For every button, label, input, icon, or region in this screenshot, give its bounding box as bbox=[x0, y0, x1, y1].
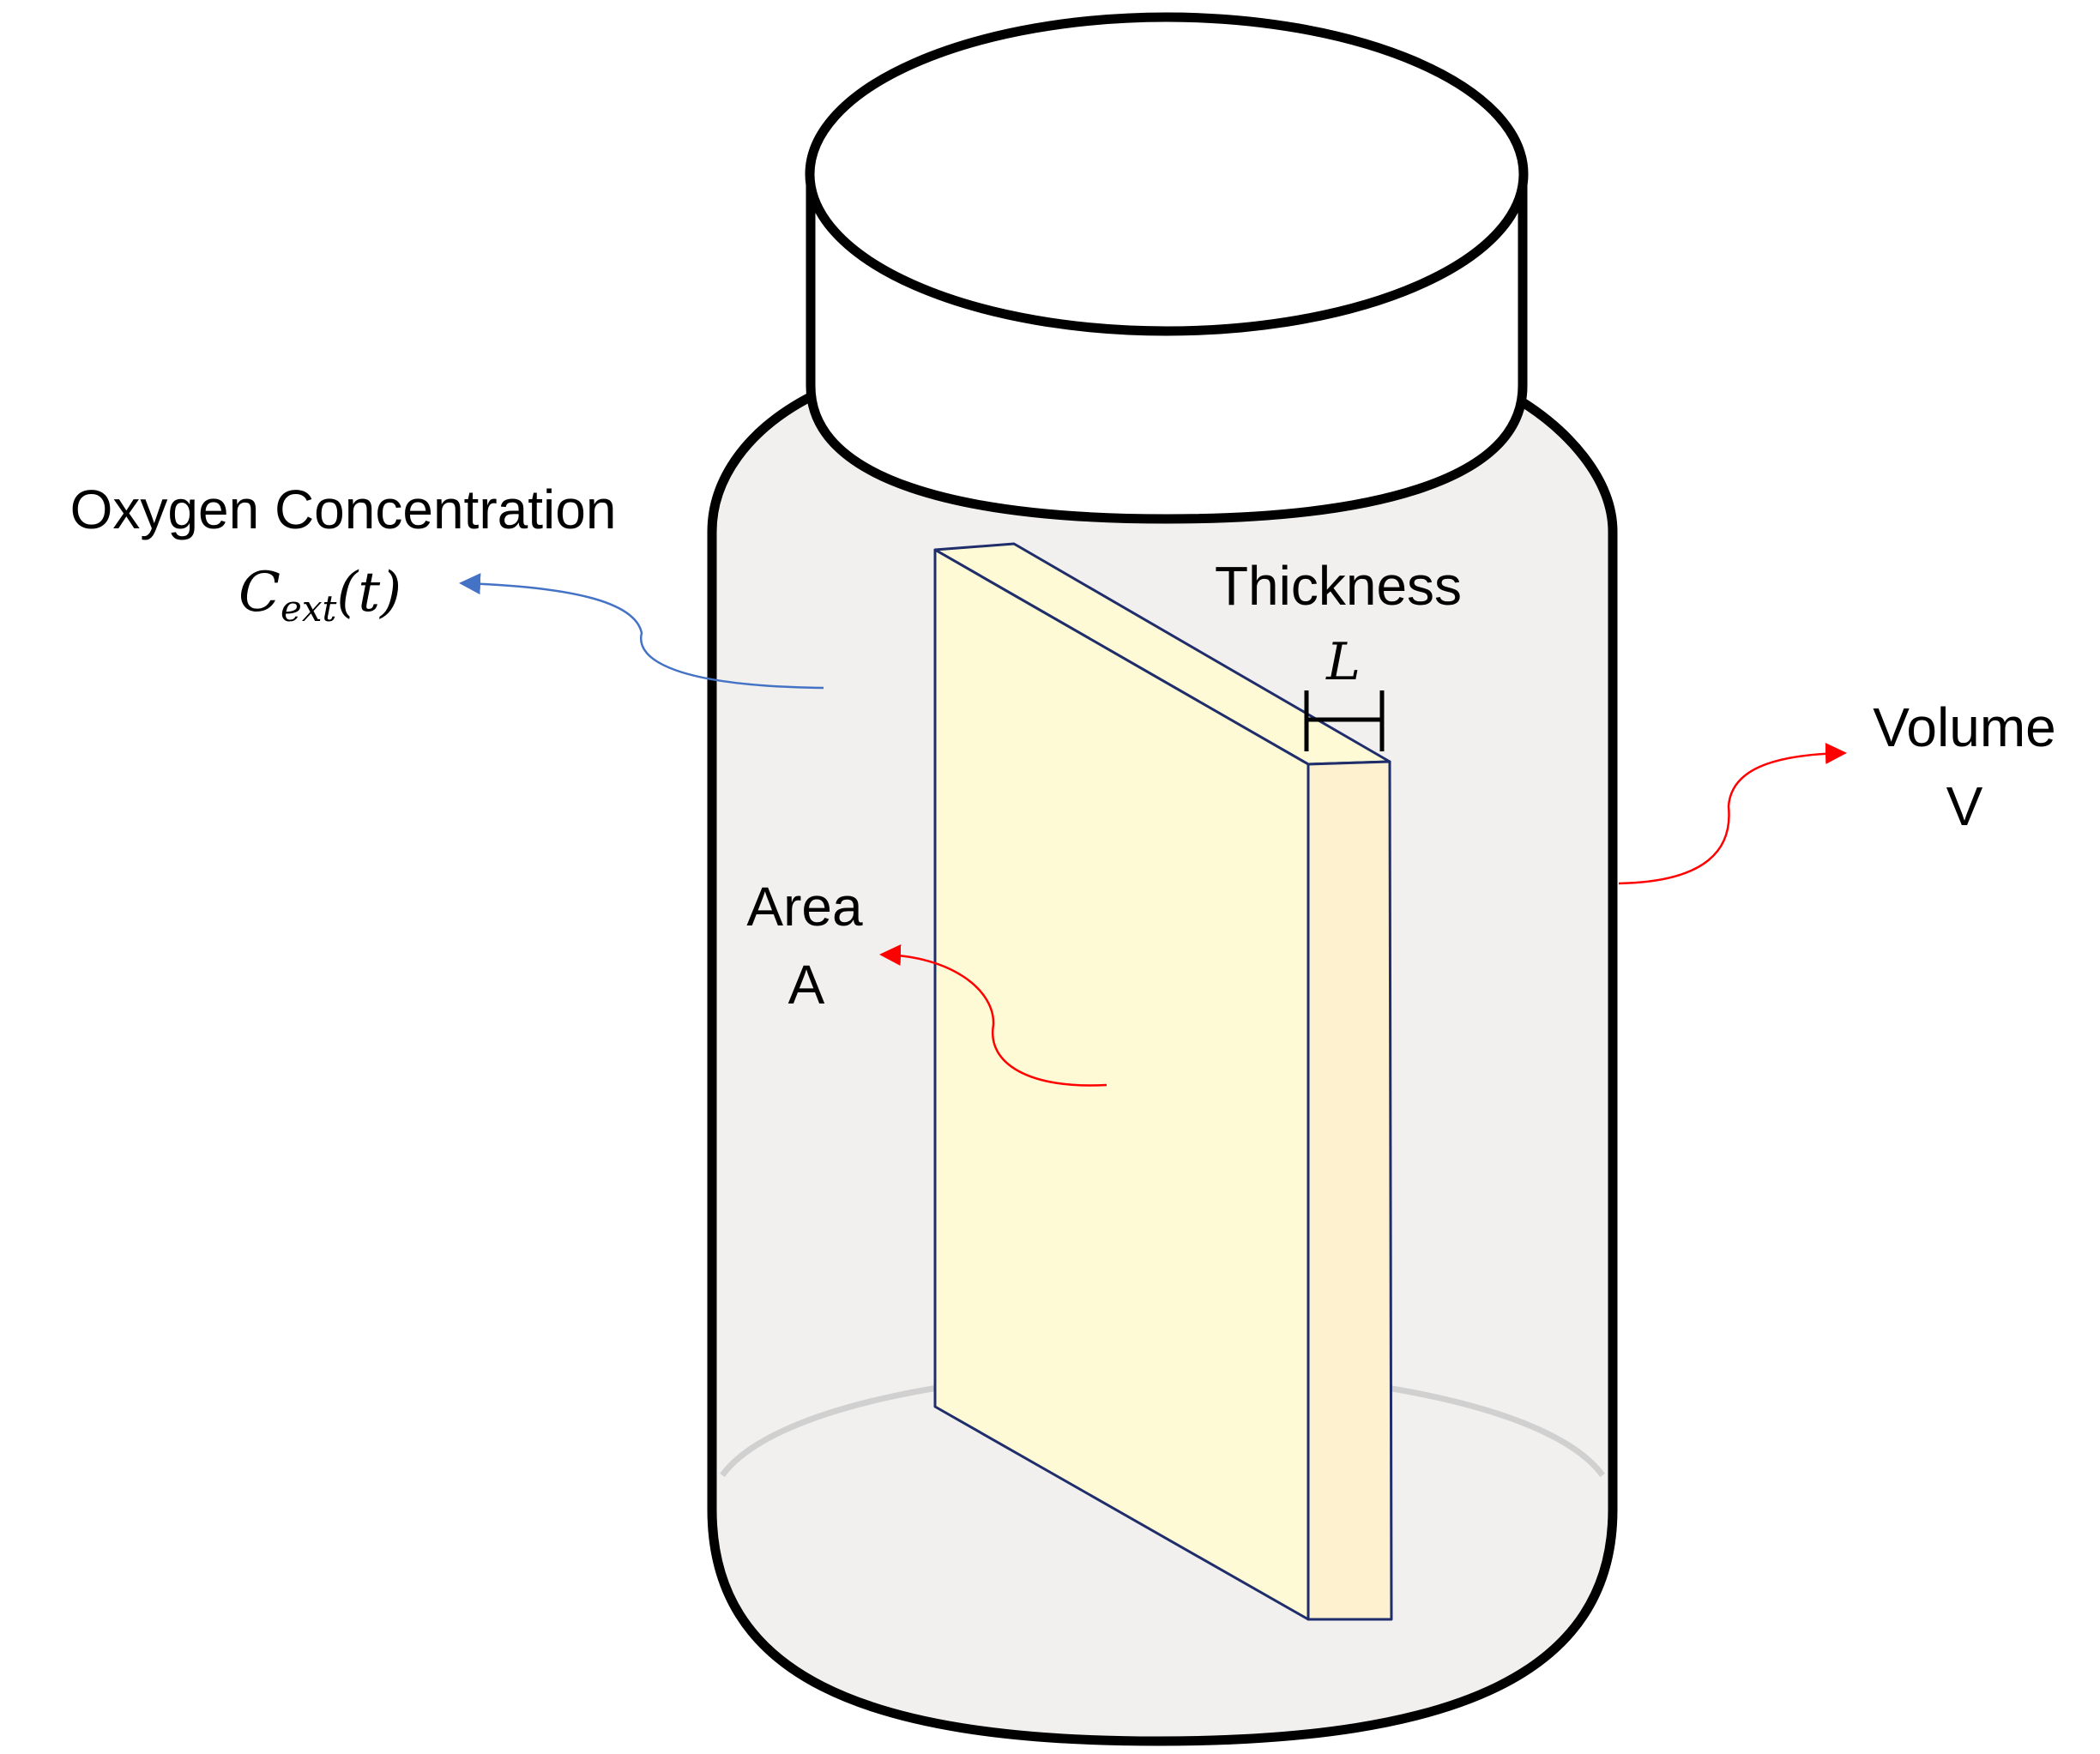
oxygen-symbol-argument: (t) bbox=[336, 561, 401, 624]
volume-arrow bbox=[1618, 742, 1847, 885]
area-label: Area bbox=[746, 876, 863, 937]
thickness-symbol: L bbox=[1325, 632, 1361, 692]
oxygen-symbol: Cext(t) bbox=[238, 561, 401, 630]
oxygen-concentration-label: Oxygen Concentration bbox=[70, 479, 617, 540]
volume-label: Volume bbox=[1873, 696, 2055, 758]
oxygen-symbol-base: C bbox=[238, 561, 281, 624]
area-arrow bbox=[879, 944, 1107, 1087]
thickness-bracket-icon bbox=[1304, 690, 1385, 751]
lid-icon bbox=[805, 12, 1529, 524]
lid-top bbox=[805, 12, 1529, 336]
slab-icon bbox=[933, 542, 1393, 1621]
area-symbol: A bbox=[788, 954, 825, 1016]
thickness-label: Thickness bbox=[1215, 555, 1462, 617]
slab-side-face bbox=[1306, 760, 1393, 1621]
oxygen-symbol-subscript: ext bbox=[281, 588, 337, 630]
oxygen-arrow bbox=[459, 573, 824, 690]
volume-symbol: V bbox=[1946, 775, 1983, 837]
